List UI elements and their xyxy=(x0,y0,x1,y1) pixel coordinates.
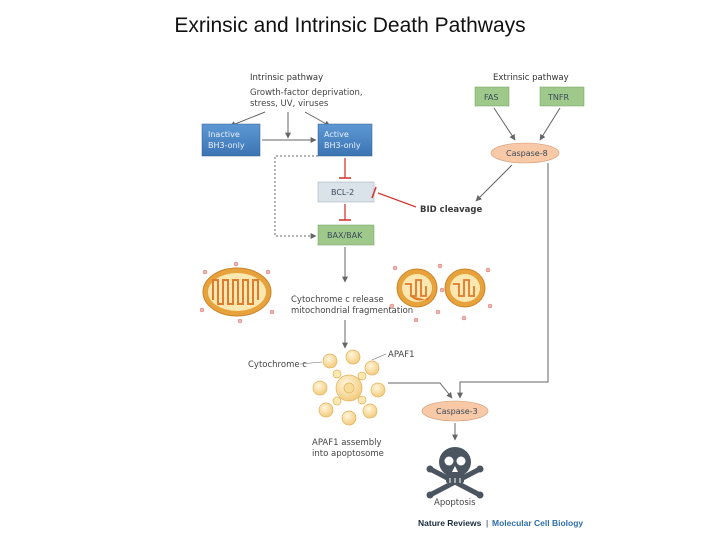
apaf1-leader xyxy=(371,353,387,361)
footer-separator: | xyxy=(486,518,488,528)
assembly-label-line1: APAF1 assembly xyxy=(312,438,382,448)
mitochondrion-fragmented xyxy=(396,268,486,308)
active-to-baxbak-dashed-arrow xyxy=(274,155,318,239)
skull-crossbones-icon xyxy=(426,447,484,499)
stimuli-to-inactive-arrow xyxy=(229,111,266,127)
released-particles xyxy=(389,263,493,323)
apoptosome-cluster xyxy=(312,349,386,426)
bid-inhibits-bcl2-bar xyxy=(371,186,377,199)
mito-label-line1: Cytochrome c release xyxy=(291,295,384,305)
fas-to-caspase8-arrow xyxy=(493,107,516,141)
footer-journal: Molecular Cell Biology xyxy=(492,518,583,528)
active-bh3-line1: Active xyxy=(324,130,349,139)
caspase3-node xyxy=(421,400,489,422)
tnfr-label: TNFR xyxy=(547,93,569,102)
intrinsic-stimuli-line2: stress, UV, viruses xyxy=(250,99,329,109)
caspase8-to-bid-arrow xyxy=(475,164,513,202)
mito-particles xyxy=(199,261,275,324)
stimuli-to-active-arrow xyxy=(304,111,331,127)
active-bh3-line2: BH3-only xyxy=(324,141,361,150)
baxbak-box xyxy=(317,224,375,246)
caspase8-to-caspase3-arrow xyxy=(457,163,549,399)
intrinsic-heading: Intrinsic pathway xyxy=(250,73,323,83)
caspase8-node xyxy=(490,142,560,164)
caspase3-label: Caspase-3 xyxy=(436,407,478,416)
bcl2-label: BCL-2 xyxy=(331,188,354,197)
page-title: Exrinsic and Intrinsic Death Pathways xyxy=(174,14,526,37)
cytochrome-label: Cytochrome c xyxy=(248,360,307,370)
apoptosis-label: Apoptosis xyxy=(434,498,476,508)
cytochrome-leader xyxy=(299,361,323,365)
apaf1-label: APAF1 xyxy=(388,350,415,360)
active-bh3-box xyxy=(317,123,373,157)
tnfr-box xyxy=(539,86,585,107)
mito-label-line2: mitochondrial fragmentation xyxy=(291,306,413,316)
caspase8-label: Caspase-8 xyxy=(506,149,548,158)
inactive-bh3-line1: Inactive xyxy=(208,130,240,139)
fas-label: FAS xyxy=(484,93,498,102)
footer-nature-reviews: Nature Reviews xyxy=(418,518,482,528)
assembly-label-line2: into apoptosome xyxy=(312,449,384,459)
inactive-bh3-box xyxy=(201,123,261,157)
mitochondrion-intact xyxy=(202,267,272,317)
bid-cleavage-label: BID cleavage xyxy=(420,205,482,215)
baxbak-label: BAX/BAK xyxy=(327,231,363,240)
inactive-bh3-line2: BH3-only xyxy=(208,141,245,150)
intrinsic-stimuli-line1: Growth-factor deprivation, xyxy=(250,88,363,98)
extrinsic-heading: Extrinsic pathway xyxy=(493,73,569,83)
apoptosome-to-caspase3-arrow xyxy=(388,382,453,399)
tnfr-to-caspase8-arrow xyxy=(539,107,561,141)
bid-inhibits-bcl2-line xyxy=(377,192,417,208)
fas-box xyxy=(474,86,510,107)
